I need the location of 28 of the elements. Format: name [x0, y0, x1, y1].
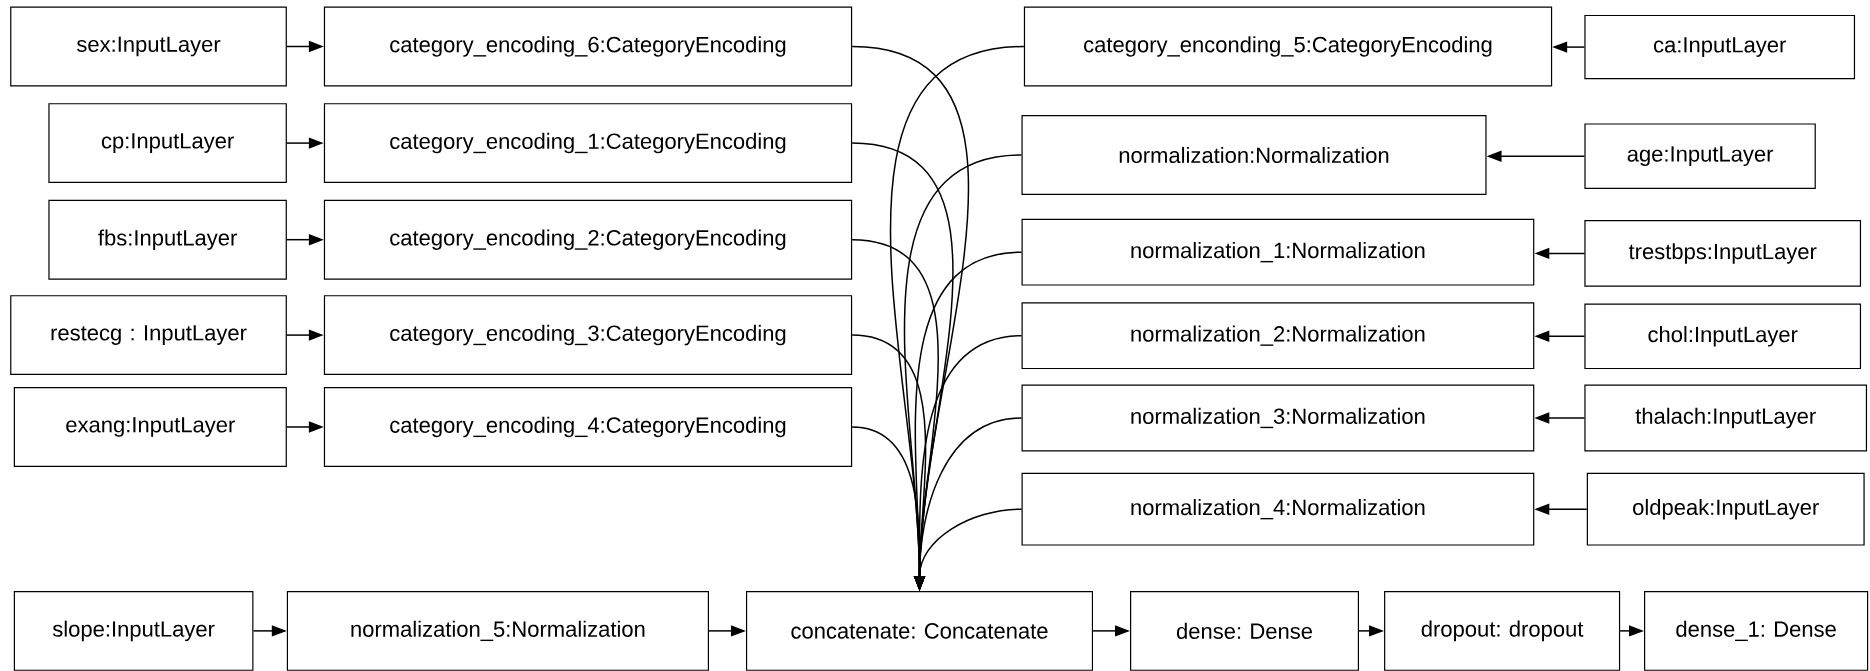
layer-box: normalization:Normalization	[1021, 115, 1487, 195]
layer-box: dense: Dense	[1130, 590, 1359, 671]
layer-box: category_encoding_6:CategoryEncoding	[323, 6, 853, 87]
layer-box: normalization_5:Normalization	[286, 590, 709, 671]
layer-box: age:InputLayer	[1584, 123, 1816, 189]
layer-box: category_encoding_1:CategoryEncoding	[323, 103, 853, 184]
layer-box: category_encoding_3:CategoryEncoding	[323, 295, 853, 376]
layer-box: sex:InputLayer	[10, 6, 287, 87]
layer-box: fbs:InputLayer	[48, 199, 287, 280]
layer-box: restecg : InputLayer	[10, 295, 287, 376]
layer-box: trestbps:InputLayer	[1584, 220, 1862, 287]
layer-box: dense_1: Dense	[1644, 590, 1869, 671]
layer-box: normalization_1:Normalization	[1021, 218, 1535, 286]
layer-box: category_encoding_2:CategoryEncoding	[323, 199, 853, 280]
layer-box: normalization_3:Normalization	[1021, 384, 1535, 452]
layer-box: cp:InputLayer	[48, 103, 287, 184]
layer-box: slope:InputLayer	[13, 590, 254, 671]
layer-box: chol:InputLayer	[1584, 303, 1862, 370]
layer-box: exang:InputLayer	[13, 387, 287, 467]
layer-box: category_encoding_4:CategoryEncoding	[323, 387, 853, 467]
layer-box: normalization_4:Normalization	[1021, 472, 1535, 546]
layer-box: normalization_2:Normalization	[1021, 302, 1535, 370]
layer-box: category_enconding_5:CategoryEncoding	[1023, 6, 1553, 87]
layer-box: ca:InputLayer	[1584, 14, 1856, 80]
layer-box: concatenate: Concatenate	[745, 590, 1094, 671]
layer-box: dropout: dropout	[1384, 590, 1621, 671]
layer-box: thalach:InputLayer	[1584, 384, 1868, 452]
layer-box: oldpeak:InputLayer	[1586, 472, 1865, 546]
